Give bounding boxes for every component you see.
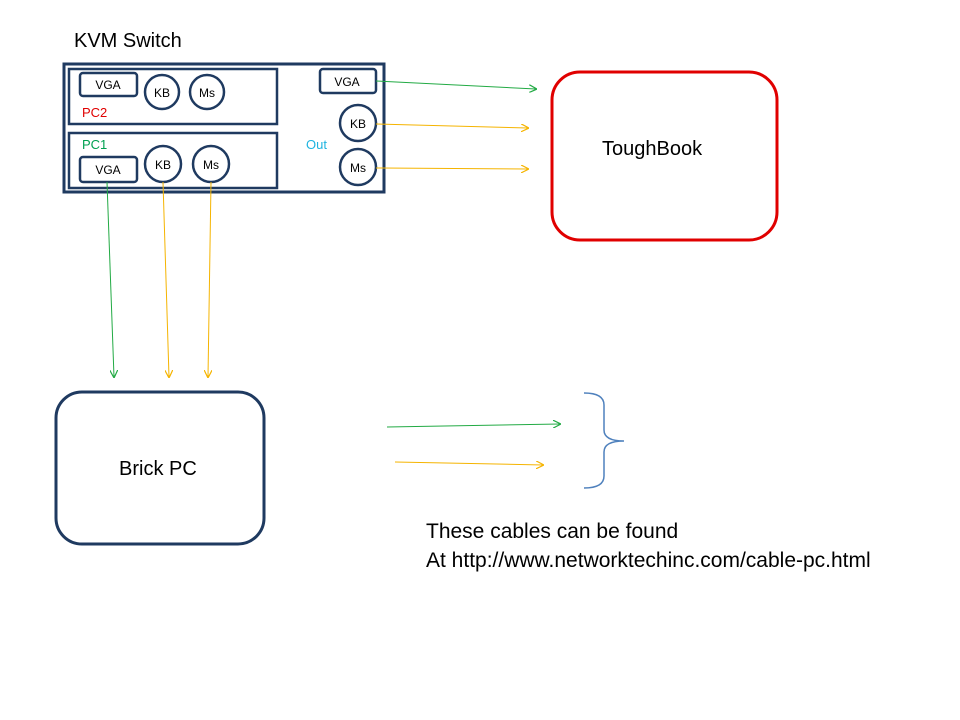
pc1-kb-label: KB	[155, 158, 171, 172]
pc2-ms-port	[188, 73, 226, 111]
legend-kb-ms-cable	[394, 462, 543, 465]
ms-cable-to-toughbook	[375, 168, 528, 169]
vga-cable-to-toughbook	[375, 80, 536, 89]
out-ms-label: Ms	[350, 161, 366, 175]
pc2-kb-port	[143, 73, 181, 111]
out-vga-label: VGA	[334, 75, 359, 89]
legend-brace	[583, 392, 625, 489]
pc2-label: PC2	[82, 105, 107, 120]
pc2-kb-label: KB	[154, 86, 170, 100]
toughbook-box	[550, 70, 779, 242]
legend-vga-cable	[386, 424, 560, 427]
note-line-2: At http://www.networktechinc.com/cable-p…	[426, 549, 871, 572]
out-kb-label: KB	[350, 117, 366, 131]
out-kb-port	[338, 103, 378, 143]
pc2-vga-label: VGA	[95, 78, 120, 92]
brick-pc-label: Brick PC	[119, 458, 197, 480]
pc1-vga-label: VGA	[95, 163, 120, 177]
pc1-label: PC1	[82, 137, 107, 152]
kb-cable-to-brick-pc	[162, 181, 169, 377]
brick-pc-box	[54, 390, 266, 546]
pc2-vga-port	[78, 71, 139, 98]
vga-cable-to-brick-pc	[106, 181, 114, 377]
pc1-ms-label: Ms	[203, 158, 219, 172]
out-ms-port	[338, 147, 378, 187]
pc2-ms-label: Ms	[199, 86, 215, 100]
ms-cable-to-brick-pc	[208, 181, 211, 377]
out-label: Out	[306, 137, 327, 152]
kvm-switch-title: KVM Switch	[74, 30, 182, 52]
note-line-1: These cables can be found	[426, 520, 678, 543]
pc1-vga-port	[78, 155, 139, 184]
toughbook-label: ToughBook	[602, 138, 703, 160]
kb-cable-to-toughbook	[375, 123, 528, 128]
